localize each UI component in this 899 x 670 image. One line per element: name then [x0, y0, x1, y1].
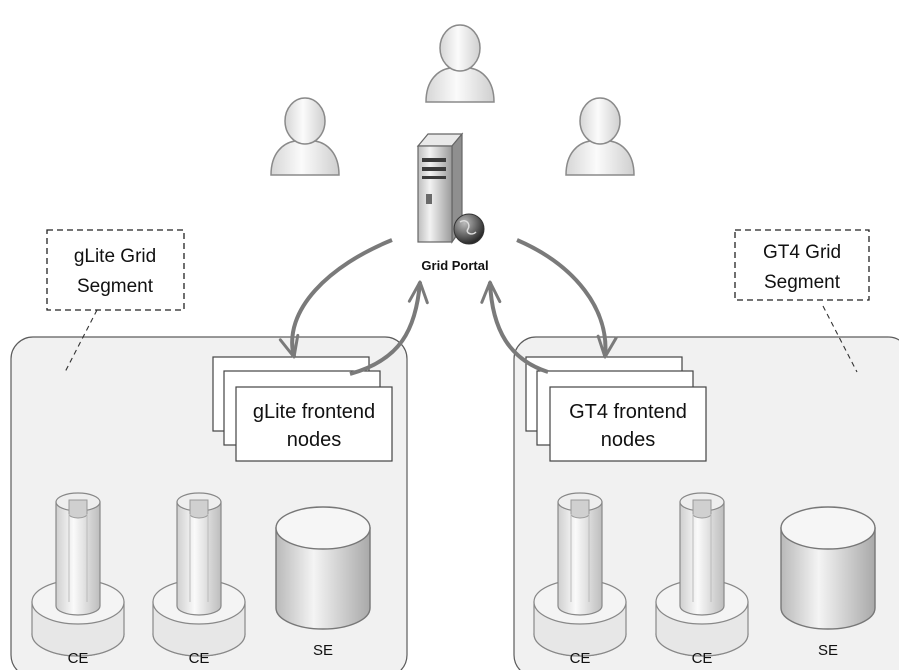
gt4-frontend-line2: nodes [601, 429, 656, 451]
arrow-portal-to-glite [278, 238, 393, 359]
storage-element-icon [275, 506, 371, 630]
gt4-compute-element-2: CE [655, 492, 749, 667]
resource-label: CE [692, 650, 713, 667]
resource-label: SE [313, 642, 333, 659]
glite-compute-element-2: CE [152, 492, 246, 667]
glite-frontend-nodes: gLite frontend nodes [212, 356, 393, 462]
arrow-gt4-to-portal [480, 280, 549, 374]
grid-portal: Grid Portal [416, 132, 489, 273]
user-icon [270, 97, 340, 176]
gt4-callout-line2: Segment [764, 272, 841, 293]
glite-callout-pointer [63, 309, 98, 375]
gt4-frontend-nodes: GT4 frontend nodes [525, 356, 707, 462]
glite-segment-callout: gLite Grid Segment [46, 229, 185, 311]
gt4-compute-element-1: CE [533, 492, 627, 667]
gt4-segment-callout: GT4 Grid Segment [734, 229, 870, 301]
user-icon [565, 97, 635, 176]
glite-compute-element-1: CE [31, 492, 125, 667]
gt4-callout-line1: GT4 Grid [763, 242, 841, 263]
resource-label: CE [570, 650, 591, 667]
resource-label: CE [189, 650, 210, 667]
resource-label: SE [818, 642, 838, 659]
glite-frontend-line2: nodes [287, 429, 342, 451]
user-icon [425, 24, 495, 103]
arrow-glite-to-portal [349, 280, 429, 376]
glite-storage-element: SE [275, 506, 371, 659]
glite-callout-line1: gLite Grid [74, 246, 156, 267]
arrow-portal-to-gt4 [516, 238, 618, 359]
storage-element-icon [780, 506, 876, 630]
portal-label: Grid Portal [421, 258, 488, 273]
gt4-storage-element: SE [780, 506, 876, 659]
server-icon [416, 132, 464, 244]
glite-callout-line2: Segment [77, 276, 154, 297]
gt4-callout-pointer [822, 305, 858, 373]
glite-frontend-line1: gLite frontend [253, 401, 375, 423]
globe-icon [453, 213, 485, 245]
gt4-frontend-line1: GT4 frontend [569, 401, 687, 423]
resource-label: CE [68, 650, 89, 667]
